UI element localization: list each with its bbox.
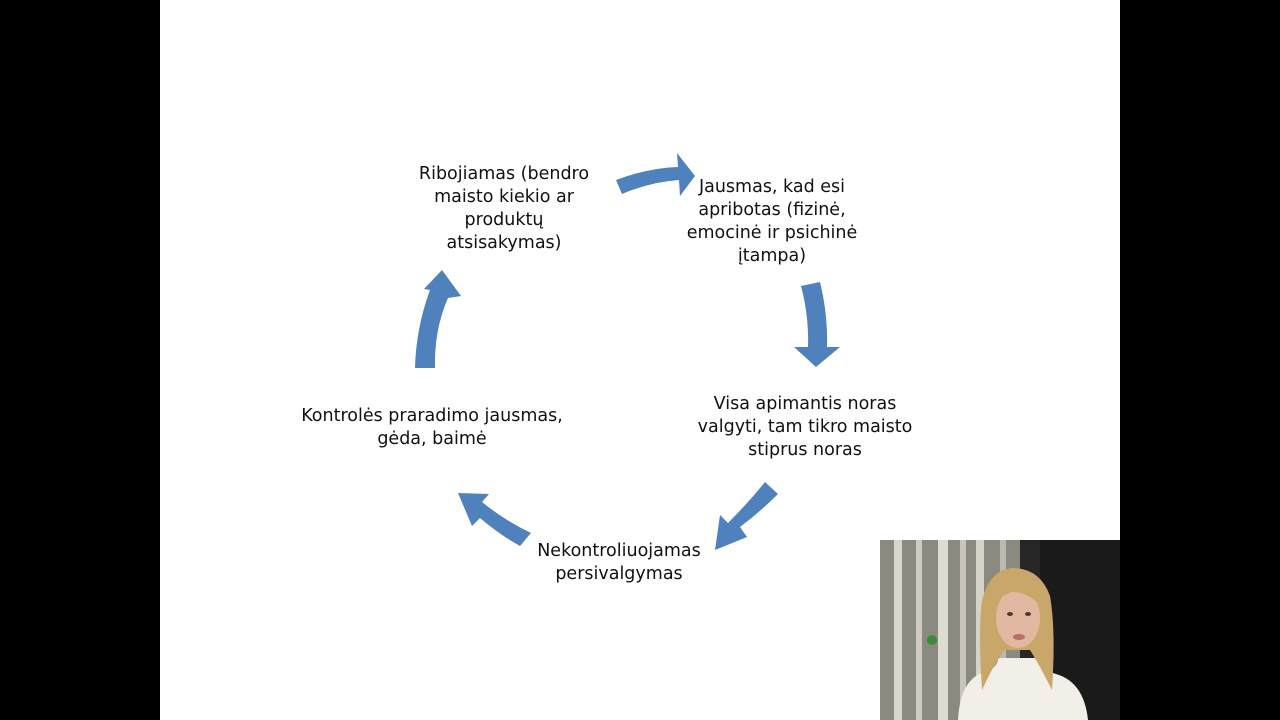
cycle-arrow-4 bbox=[458, 493, 531, 546]
slide: Ribojiamas (bendro maisto kiekio ar prod… bbox=[160, 0, 1120, 720]
cycle-node-urge: Visa apimantis noras valgyti, tam tikro … bbox=[697, 394, 913, 460]
cycle-arrow-2 bbox=[794, 282, 840, 367]
cycle-arrow-5 bbox=[415, 270, 461, 368]
presenter-video-frame bbox=[880, 540, 1120, 720]
cycle-arrow-1 bbox=[616, 153, 695, 196]
cycle-node-binge: Nekontroliuojamas persivalgymas bbox=[537, 541, 701, 584]
presenter-webcam bbox=[880, 540, 1120, 720]
cycle-arrow-3 bbox=[715, 482, 778, 550]
cycle-node-restriction: Ribojiamas (bendro maisto kiekio ar prod… bbox=[418, 164, 590, 253]
cycle-arrows bbox=[415, 153, 840, 550]
cycle-node-loss-of-control: Kontrolės praradimo jausmas, gėda, baimė bbox=[301, 406, 563, 449]
cycle-node-feeling-restricted: Jausmas, kad esi apribotas (fizinė, emoc… bbox=[686, 177, 858, 266]
